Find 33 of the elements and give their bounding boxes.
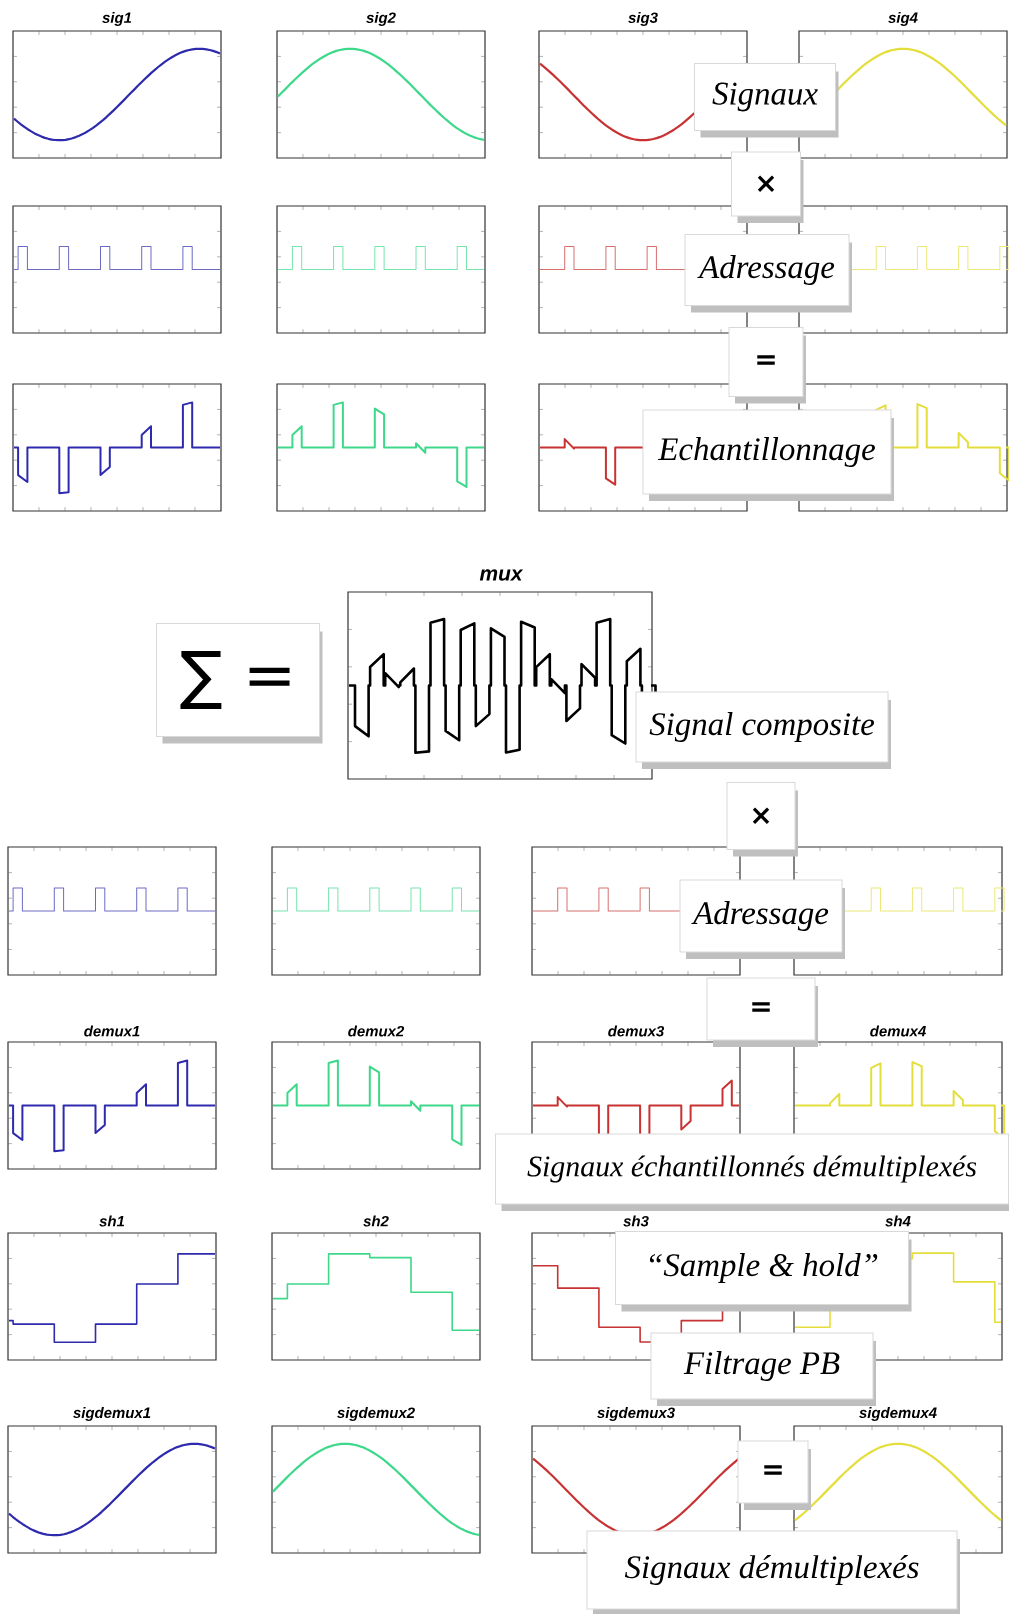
plot-title: demux2 bbox=[348, 1025, 405, 1037]
plot-title: demux1 bbox=[84, 1025, 140, 1037]
plot-title: sigdemux3 bbox=[597, 1407, 675, 1421]
note-card: = bbox=[737, 1440, 811, 1510]
note-card: Filtrage PB bbox=[650, 1332, 876, 1406]
node-label: Signaux échantillonnés démultiplexés bbox=[527, 1155, 977, 1183]
note-card: Adressage bbox=[684, 234, 852, 313]
plot-title: demux3 bbox=[608, 1025, 665, 1037]
note-card: Signaux bbox=[694, 63, 839, 138]
plot-title: mux bbox=[479, 569, 524, 581]
plot-title: sh3 bbox=[623, 1215, 649, 1227]
note-card: ∑ = bbox=[156, 623, 323, 744]
note-card: Echantillonnage bbox=[642, 409, 894, 501]
plot-title: sig1 bbox=[102, 12, 132, 26]
note-card: = bbox=[706, 977, 818, 1047]
plot-title: sh1 bbox=[99, 1215, 125, 1227]
note-card: × bbox=[731, 151, 804, 223]
plot-title: sigdemux1 bbox=[73, 1407, 151, 1421]
note-card: Adressage bbox=[679, 879, 845, 959]
plot-title: sig4 bbox=[888, 12, 918, 26]
plot-title: demux4 bbox=[870, 1025, 926, 1037]
plot-title: sh4 bbox=[885, 1215, 911, 1227]
plot-title: sigdemux4 bbox=[859, 1407, 937, 1421]
note-card: = bbox=[728, 327, 806, 404]
note-card: Signaux échantillonnés démultiplexés bbox=[495, 1133, 1009, 1211]
note-card: × bbox=[726, 782, 798, 857]
note-card: Signaux démultiplexés bbox=[586, 1530, 960, 1614]
plot-title: sh2 bbox=[363, 1215, 389, 1227]
plot-title: sigdemux2 bbox=[337, 1407, 415, 1421]
plot-title: sig2 bbox=[366, 12, 396, 26]
note-card: Signal composite bbox=[635, 691, 891, 769]
note-card: “Sample & hold” bbox=[615, 1231, 912, 1312]
plot-title: sig3 bbox=[628, 12, 658, 26]
